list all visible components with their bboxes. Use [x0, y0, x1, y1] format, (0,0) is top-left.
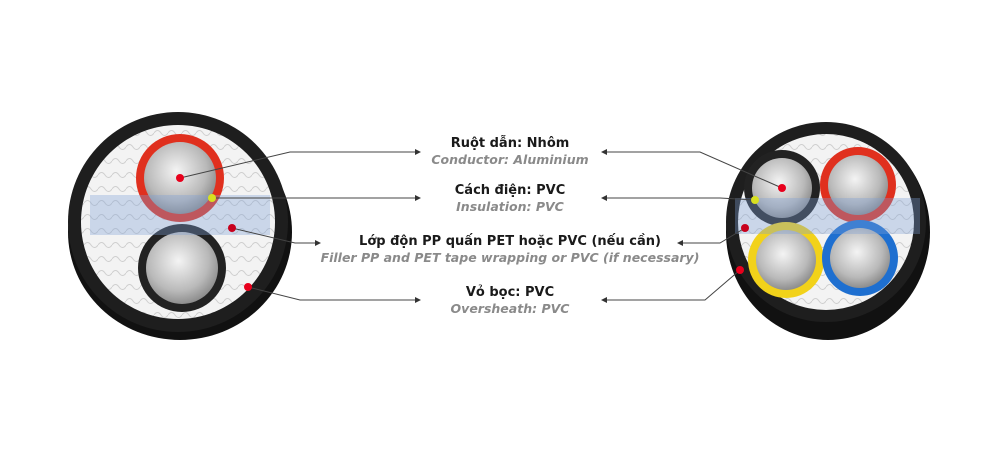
- label-vi: Vỏ bọc: PVC: [465, 285, 555, 300]
- conductor: [146, 232, 218, 304]
- label-filler: Lớp độn PP quấn PET hoặc PVC (nếu cần) F…: [280, 233, 740, 266]
- label-conductor: Ruột dẫn: Nhôm Conductor: Aluminium: [300, 135, 720, 168]
- marker-dots: [176, 174, 786, 291]
- label-vi: Ruột dẫn: Nhôm: [450, 136, 570, 151]
- right-cable-4-core: [726, 122, 930, 340]
- label-en: Filler PP and PET tape wrapping or PVC (…: [320, 250, 700, 265]
- label-vi: Cách điện: PVC: [454, 183, 566, 198]
- label-en: Insulation: PVC: [456, 199, 564, 214]
- label-vi: Lớp độn PP quấn PET hoặc PVC (nếu cần): [359, 234, 661, 249]
- label-en: Oversheath: PVC: [450, 301, 570, 316]
- leader-lines: [179, 149, 783, 303]
- label-oversheath: Vỏ bọc: PVC Oversheath: PVC: [300, 284, 720, 317]
- label-insulation: Cách điện: PVC Insulation: PVC: [300, 182, 720, 215]
- left-cable-2-core: [68, 112, 292, 340]
- label-en: Conductor: Aluminium: [431, 152, 589, 167]
